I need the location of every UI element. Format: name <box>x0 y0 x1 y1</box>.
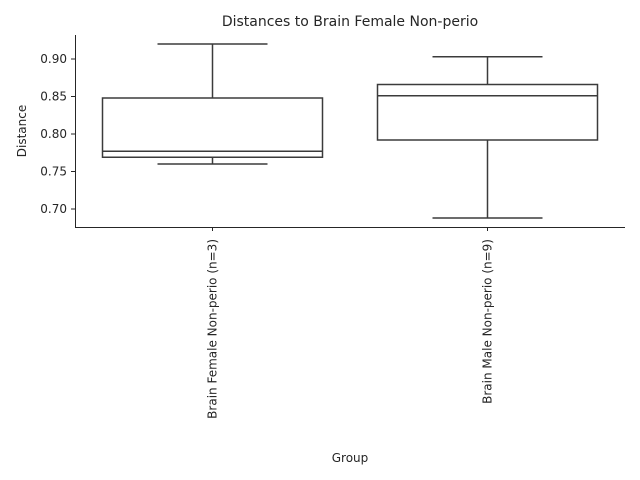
box-group <box>101 43 324 165</box>
y-tick-label: 0.80 <box>40 127 67 141</box>
y-axis-label: Distance <box>15 105 29 157</box>
x-tick-label: Brain Female Non-perio (n=3) <box>206 239 220 419</box>
iqr-box <box>376 83 599 141</box>
x-axis-label: Group <box>332 451 369 465</box>
iqr-box <box>101 97 324 158</box>
chart-title: Distances to Brain Female Non-perio <box>222 14 478 30</box>
x-axis-ticks: Brain Female Non-perio (n=3) Brain Male N… <box>206 227 495 419</box>
box-group <box>376 56 599 219</box>
y-tick-label: 0.75 <box>40 165 67 179</box>
y-tick-label: 0.85 <box>40 90 67 104</box>
plot-area <box>101 43 599 219</box>
y-tick-label: 0.70 <box>40 202 67 216</box>
x-tick-label: Brain Male Non-perio (n=9) <box>481 239 495 404</box>
y-tick-label: 0.90 <box>40 52 67 66</box>
y-axis-ticks: 0.70 0.75 0.80 0.85 0.90 <box>40 52 75 216</box>
